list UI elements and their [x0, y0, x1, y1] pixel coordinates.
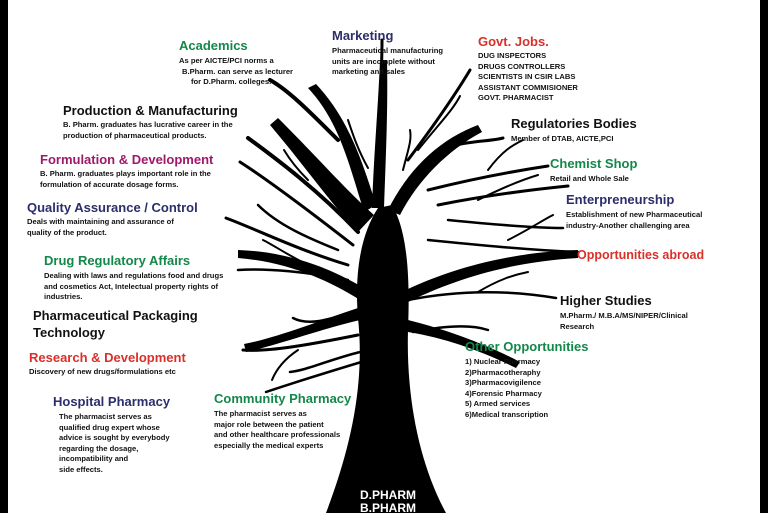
branch-packaging: [291, 310, 355, 324]
research-title: Research & Development: [29, 350, 186, 365]
chemist-shop-title: Chemist Shop: [550, 156, 638, 171]
limb-lower-left: [238, 250, 364, 300]
branch-chemist: [426, 164, 550, 192]
higher-studies-title: Higher Studies: [560, 293, 652, 308]
node-packaging: Pharmaceutical Packaging Technology: [33, 307, 198, 341]
trunk-label: D.PHARM B.PHARM: [348, 489, 428, 513]
other-desc: 1) Nuclear Pharmacy 2)Pharmacotheraphy 3…: [465, 357, 549, 419]
abroad-title: Opportunities abroad: [577, 248, 705, 262]
branch-marketing: [378, 38, 384, 122]
limb-left: [270, 118, 374, 232]
branch-entre2: [446, 218, 565, 230]
limb-left-high: [308, 84, 376, 212]
community-title: Community Pharmacy: [214, 391, 352, 406]
node-production: Production & Manufacturing B. Pharm. gra…: [63, 103, 238, 141]
academics-title: Academics: [179, 38, 248, 53]
tree-trunk: [326, 205, 446, 513]
research-desc: Discovery of new drugs/formulations etc: [29, 367, 176, 376]
regulatory-bodies-desc: Member of DTAB, AICTE,PCI: [511, 134, 614, 143]
node-other: Other Opportunities 1) Nuclear Pharmacy …: [465, 339, 589, 420]
node-academics: Academics As per AICTE/PCI norms a B.Pha…: [179, 38, 293, 88]
marketing-title: Marketing: [332, 28, 394, 43]
marketing-desc: Pharmaceutical manufacturing units are i…: [332, 46, 443, 76]
trunk-label-bpharm: B.PHARM: [360, 501, 416, 513]
hospital-title: Hospital Pharmacy: [53, 394, 171, 409]
quality-title: Quality Assurance / Control: [27, 200, 198, 215]
hospital-desc: The pharmacist serves as qualified drug …: [59, 412, 170, 474]
limb-lower-right2: [408, 320, 520, 368]
govt-jobs-desc: DUG INSPECTORS DRUGS CONTROLLERS SCIENTI…: [478, 51, 578, 102]
academics-desc: As per AICTE/PCI norms a B.Pharm. can se…: [179, 56, 294, 86]
branch-higher: [406, 290, 558, 302]
entrepreneurship-title: Enterpreneurship: [566, 192, 675, 207]
branch-abroad: [426, 238, 580, 254]
community-desc: The pharmacist serves as major role betw…: [214, 409, 341, 450]
branch-regulatory: [436, 136, 505, 152]
branch-quality: [224, 216, 350, 267]
diagram-canvas: Academics As per AICTE/PCI norms a B.Pha…: [8, 0, 760, 513]
formulation-desc: B. Pharm. graduates plays important role…: [40, 169, 211, 189]
node-govt-jobs: Govt. Jobs. DUG INSPECTORS DRUGS CONTROL…: [478, 34, 578, 104]
node-drug-regulatory: Drug Regulatory Affairs Dealing with law…: [44, 253, 223, 303]
node-regulatory-bodies: Regulatories Bodies Member of DTAB, AICT…: [511, 116, 637, 145]
production-desc: B. Pharm. graduates has lucrative career…: [63, 120, 233, 140]
branch-drug: [236, 268, 350, 282]
node-community: Community Pharmacy The pharmacist serves…: [214, 391, 351, 451]
packaging-title-line1: Pharmaceutical Packaging: [33, 308, 198, 323]
node-chemist-shop: Chemist Shop Retail and Whole Sale: [550, 156, 637, 185]
other-title: Other Opportunities: [465, 339, 589, 354]
production-title: Production & Manufacturing: [63, 103, 238, 118]
node-abroad: Opportunities abroad: [577, 248, 704, 263]
packaging-title-line2: Technology: [33, 325, 105, 340]
branch-govt: [406, 68, 472, 162]
career-tree: [224, 38, 580, 513]
limb-upper-mid: [372, 60, 388, 208]
branch-hospital: [288, 350, 362, 374]
branch-govt2: [417, 95, 461, 151]
chemist-shop-desc: Retail and Whole Sale: [550, 174, 629, 183]
formulation-title: Formulation & Development: [40, 152, 214, 167]
branch-academics: [268, 78, 340, 142]
branch-formulation: [238, 160, 355, 247]
limb-lower-right: [406, 250, 578, 302]
node-higher-studies: Higher Studies M.Pharm./ M.B.A/MS/NIPER/…: [560, 293, 688, 332]
branch-research: [241, 333, 360, 352]
node-hospital: Hospital Pharmacy The pharmacist serves …: [53, 394, 170, 475]
regulatory-bodies-title: Regulatories Bodies: [511, 116, 637, 131]
govt-jobs-title: Govt. Jobs.: [478, 34, 549, 49]
trunk-label-dpharm: D.PHARM: [360, 488, 416, 502]
branch-quality2: [256, 203, 340, 252]
higher-studies-desc: M.Pharm./ M.B.A/MS/NIPER/Clinical Resear…: [560, 311, 688, 331]
node-research: Research & Development Discovery of new …: [29, 350, 186, 378]
node-quality: Quality Assurance / Control Deals with m…: [27, 200, 198, 238]
node-entrepreneurship: Enterpreneurship Establishment of new Ph…: [566, 192, 702, 231]
entrepreneurship-desc: Establishment of new Pharmaceutical indu…: [566, 210, 703, 230]
quality-desc: Deals with maintaining and assurance of …: [27, 217, 174, 237]
branch-community: [264, 358, 370, 394]
node-formulation: Formulation & Development B. Pharm. grad…: [40, 152, 213, 190]
drug-regulatory-title: Drug Regulatory Affairs: [44, 253, 191, 268]
branch-production: [246, 136, 360, 234]
drug-regulatory-desc: Dealing with laws and regulations food a…: [44, 271, 224, 301]
branch-entre: [436, 184, 570, 207]
branch-other: [411, 325, 490, 334]
node-marketing: Marketing Pharmaceutical manufacturing u…: [332, 28, 443, 78]
limb-right: [388, 125, 482, 215]
